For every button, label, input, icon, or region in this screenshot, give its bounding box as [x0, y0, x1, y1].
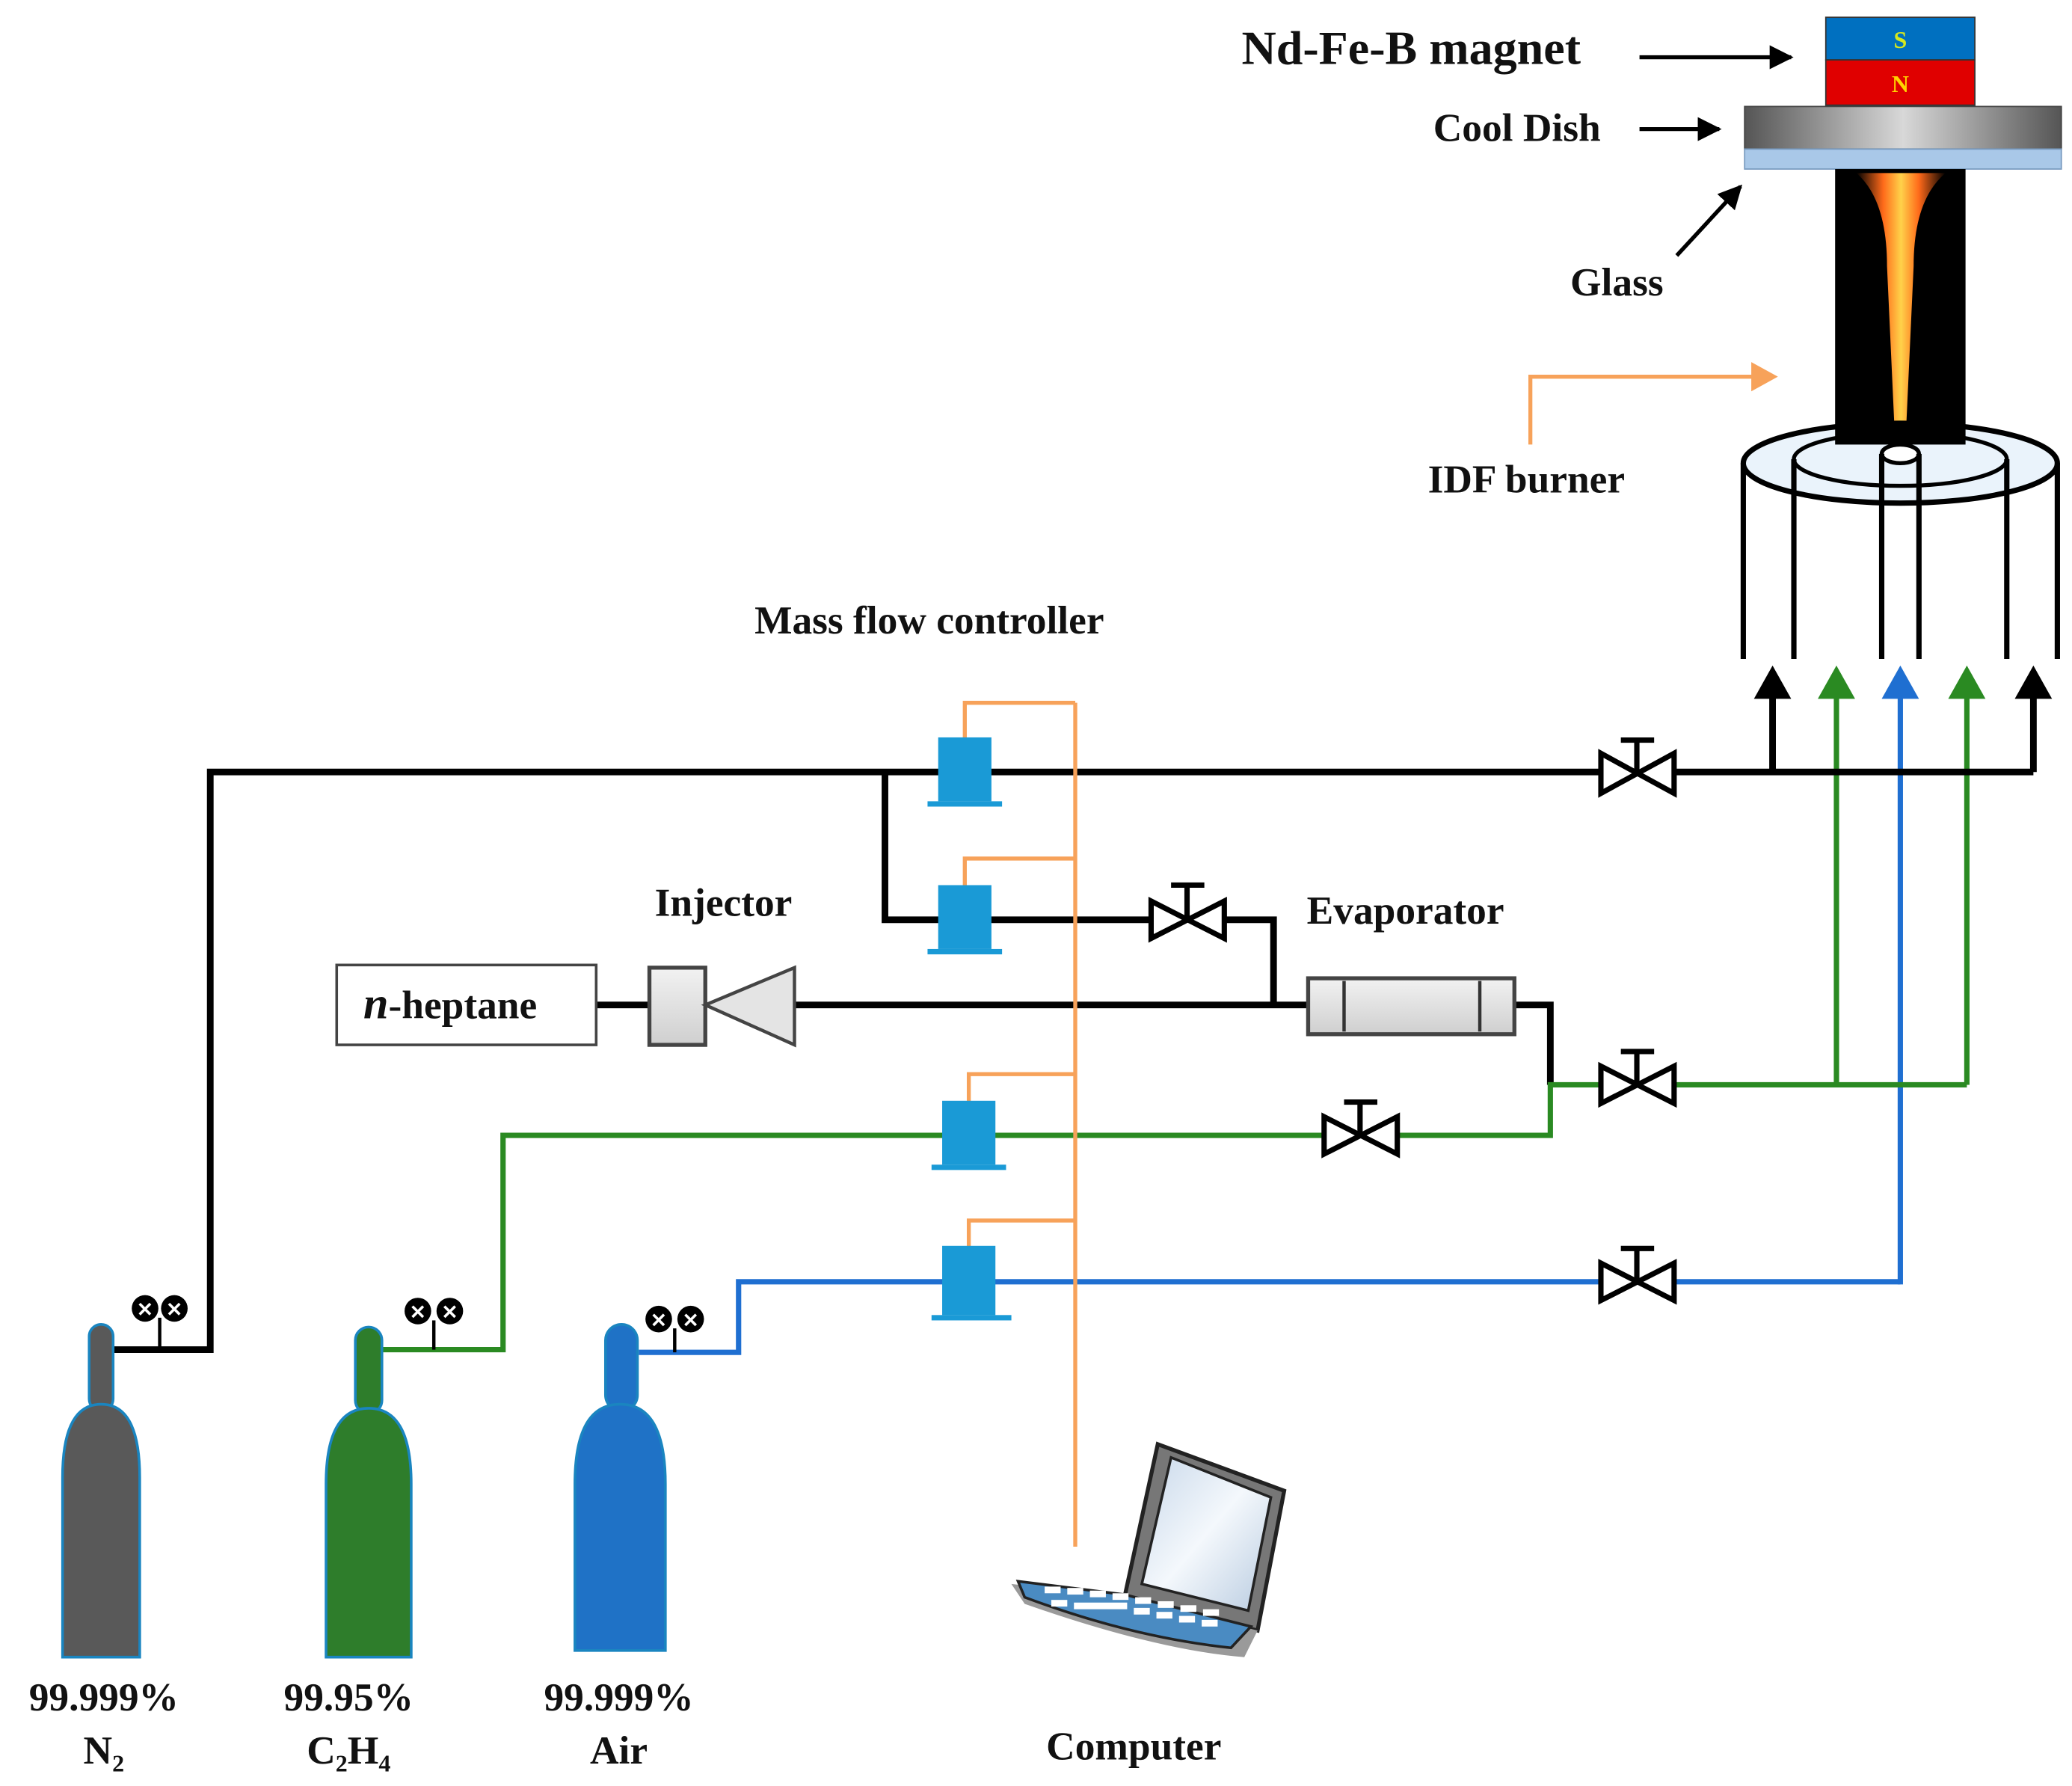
cylinder-c2h4 — [325, 1325, 413, 1659]
valve-c2h4[interactable] — [1321, 1099, 1401, 1159]
svg-text:✕: ✕ — [441, 1301, 458, 1324]
mass-flow-controller-label: Mass flow controller — [754, 598, 1104, 642]
svg-text:✕: ✕ — [410, 1301, 426, 1324]
heptane-prefix: n — [363, 978, 389, 1028]
n2-outer-inlet-arrow-right — [2014, 665, 2053, 699]
svg-text:✕: ✕ — [682, 1309, 698, 1331]
air-line — [639, 1279, 1901, 1355]
c2h4-line — [379, 1081, 1967, 1353]
signal-wire-mfc2 — [962, 856, 1076, 886]
fuel-inlet-arrow-left — [1818, 665, 1855, 699]
signal-wire-mfc3 — [966, 1072, 1076, 1102]
c2h4-gas-label: C2H4 — [307, 1728, 390, 1777]
magnet-north-label: N — [1892, 70, 1909, 97]
magnet-assembly: S N — [1824, 16, 1976, 106]
evaporator-outlet — [1514, 1001, 1554, 1085]
cool-dish-label: Cool Dish — [1433, 105, 1601, 150]
flame — [1856, 173, 1946, 440]
n2-main-line — [113, 768, 2034, 1354]
valve-fuel-mix[interactable] — [1598, 1049, 1677, 1108]
fuel-inlet-arrow-right — [1948, 665, 1986, 699]
valve-n2-main[interactable] — [1598, 737, 1677, 798]
idf-burner — [1740, 420, 2060, 659]
heptane-label: n-heptane — [363, 978, 537, 1028]
evaporator-label: Evaporator — [1307, 888, 1504, 933]
injector-label: Injector — [655, 880, 793, 924]
regulator-n2[interactable]: ✕ ✕ — [132, 1295, 188, 1350]
signal-wire-mfc1 — [962, 701, 1076, 739]
valve-n2-carrier[interactable] — [1148, 882, 1227, 943]
svg-text:✕: ✕ — [166, 1298, 182, 1321]
mass-flow-controller-c2h4[interactable] — [931, 1100, 1006, 1170]
computer-label: Computer — [1046, 1724, 1221, 1769]
magnet-label: Nd-Fe-B magnet — [1241, 21, 1581, 74]
cool-dish — [1744, 105, 2062, 170]
glass-plate — [1744, 148, 2062, 170]
cylinder-air — [574, 1323, 667, 1652]
cylinder-n2 — [61, 1323, 141, 1659]
mass-flow-controller-carrier[interactable] — [927, 885, 1003, 955]
air-purity: 99.999% — [544, 1675, 693, 1719]
magnet-north-pole — [1824, 59, 1976, 106]
mass-flow-controller-air[interactable] — [931, 1245, 1012, 1321]
magnet-south-pole — [1824, 16, 1976, 61]
heptane-suffix: -heptane — [389, 982, 538, 1027]
n2-outer-inlet-arrow — [1753, 665, 1792, 699]
n2-carrier-line — [882, 772, 1277, 1005]
laptop-computer-icon[interactable] — [1011, 1441, 1287, 1657]
glass-label: Glass — [1570, 260, 1664, 304]
signal-wire-mfc4 — [966, 1218, 1076, 1248]
mass-flow-controller-n2[interactable] — [927, 737, 1003, 807]
burner-inlet-arrows — [1753, 665, 2053, 1285]
idf-burner-callout — [1528, 374, 1754, 445]
valve-air[interactable] — [1598, 1245, 1677, 1305]
air-gas-label: Air — [590, 1728, 648, 1773]
n2-purity: 99.999% — [29, 1675, 179, 1719]
injector[interactable] — [647, 965, 796, 1048]
glass-chimney — [1835, 169, 1966, 445]
evaporator[interactable] — [1306, 976, 1516, 1037]
n2-gas-label: N2 — [84, 1728, 125, 1777]
heptane-reservoir — [335, 963, 598, 1046]
regulator-air[interactable]: ✕ ✕ — [645, 1305, 704, 1353]
air-inlet-arrow — [1881, 665, 1919, 699]
regulator-c2h4[interactable]: ✕ ✕ — [405, 1298, 464, 1350]
svg-text:✕: ✕ — [651, 1309, 667, 1331]
svg-text:✕: ✕ — [137, 1298, 153, 1321]
c2h4-purity: 99.95% — [284, 1675, 414, 1719]
idf-burner-arrow-head — [1751, 362, 1778, 392]
glass-arrow — [1675, 184, 1743, 257]
idf-burner-label: IDF burner — [1428, 456, 1625, 501]
magnet-south-label: S — [1893, 26, 1907, 53]
